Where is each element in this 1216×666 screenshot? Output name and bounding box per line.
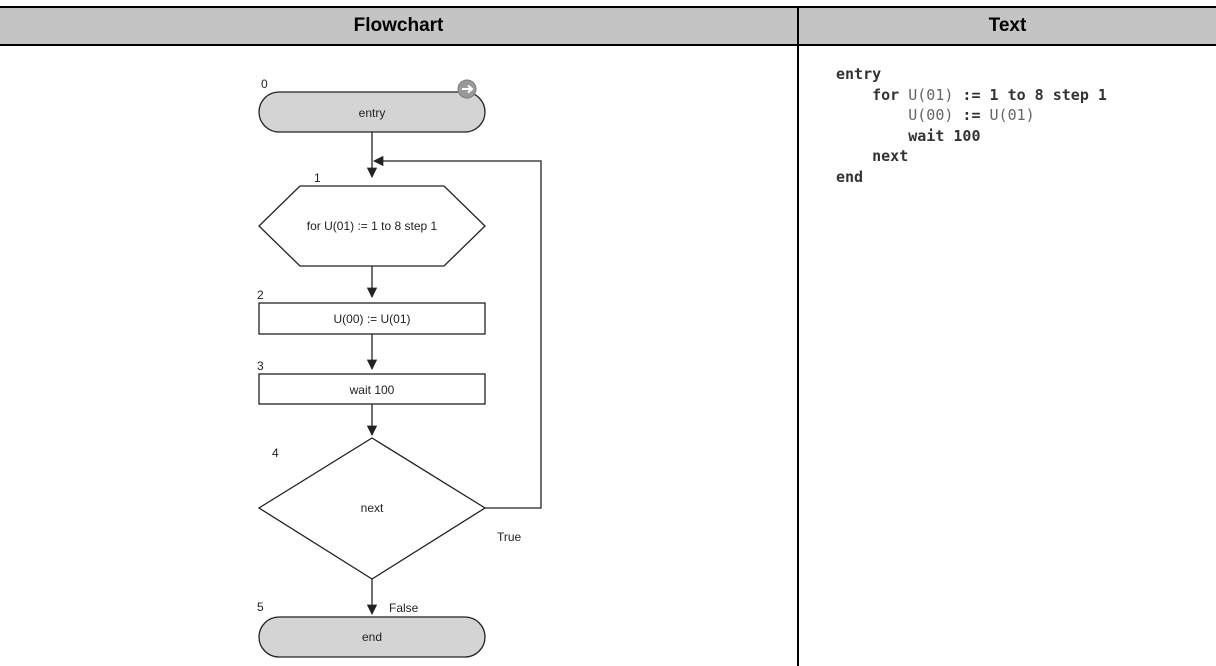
node-entry-number: 0 xyxy=(261,77,268,91)
node-end-number: 5 xyxy=(257,600,264,614)
code-line: next xyxy=(836,146,1107,167)
node-wait-number: 3 xyxy=(257,359,264,373)
code-token: := xyxy=(953,106,990,124)
node-wait[interactable]: 3 wait 100 xyxy=(257,359,486,405)
node-entry[interactable]: 0 entry xyxy=(258,77,486,133)
code-token: next xyxy=(872,147,909,165)
code-line: wait 100 xyxy=(836,126,1107,147)
node-for-loop[interactable]: 1 for U(01) := 1 to 8 step 1 xyxy=(258,171,486,267)
flowchart-column-header: Flowchart xyxy=(0,8,797,44)
node-next-label: next xyxy=(361,501,384,515)
code-token: entry xyxy=(836,65,882,83)
code-token: U(01) xyxy=(908,85,954,104)
node-assign-label: U(00) := U(01) xyxy=(333,312,410,326)
comparison-table: Flowchart Text T xyxy=(0,6,1216,666)
node-entry-label: entry xyxy=(359,106,386,120)
code-token: end xyxy=(836,167,864,186)
code-token: U(01) xyxy=(989,106,1035,124)
flowchart-diagram: True False 0 entry 1 for U(01) := 1 to 8… xyxy=(257,77,542,658)
edge-4-5: False xyxy=(366,579,419,616)
code-token: wait 100 xyxy=(908,126,981,145)
code-line: entry xyxy=(836,64,1107,85)
node-wait-label: wait 100 xyxy=(349,383,395,397)
column-divider xyxy=(797,6,799,666)
header-bottom-border xyxy=(0,44,1216,46)
edge-4-1-loop: True xyxy=(372,155,542,544)
code-listing: entry for U(01) := 1 to 8 step 1 U(00) :… xyxy=(836,64,1107,187)
node-assign[interactable]: 2 U(00) := U(01) xyxy=(257,288,486,335)
arrow-circle-icon[interactable] xyxy=(457,79,477,99)
code-token: := 1 to 8 step 1 xyxy=(953,85,1107,104)
code-token: U(00) xyxy=(908,106,954,124)
table-top-border xyxy=(0,6,1216,8)
text-panel: entry for U(01) := 1 to 8 step 1 U(00) :… xyxy=(836,64,1107,187)
code-line: U(00) := U(01) xyxy=(836,105,1107,126)
node-end-label: end xyxy=(362,630,382,644)
flowchart-panel: True False 0 entry 1 for U(01) := 1 to 8… xyxy=(0,46,797,666)
code-line: for U(01) := 1 to 8 step 1 xyxy=(836,85,1107,106)
node-assign-number: 2 xyxy=(257,288,264,302)
edge-label-true: True xyxy=(497,530,522,544)
node-for-number: 1 xyxy=(314,171,321,185)
edge-label-false: False xyxy=(389,601,419,615)
node-next-decision[interactable]: 4 next xyxy=(257,437,487,580)
node-next-number: 4 xyxy=(272,446,279,460)
node-end[interactable]: 5 end xyxy=(257,600,486,658)
node-for-label: for U(01) := 1 to 8 step 1 xyxy=(307,219,438,233)
code-token: for xyxy=(872,85,909,104)
code-line: end xyxy=(836,167,1107,188)
text-column-header: Text xyxy=(799,8,1216,44)
